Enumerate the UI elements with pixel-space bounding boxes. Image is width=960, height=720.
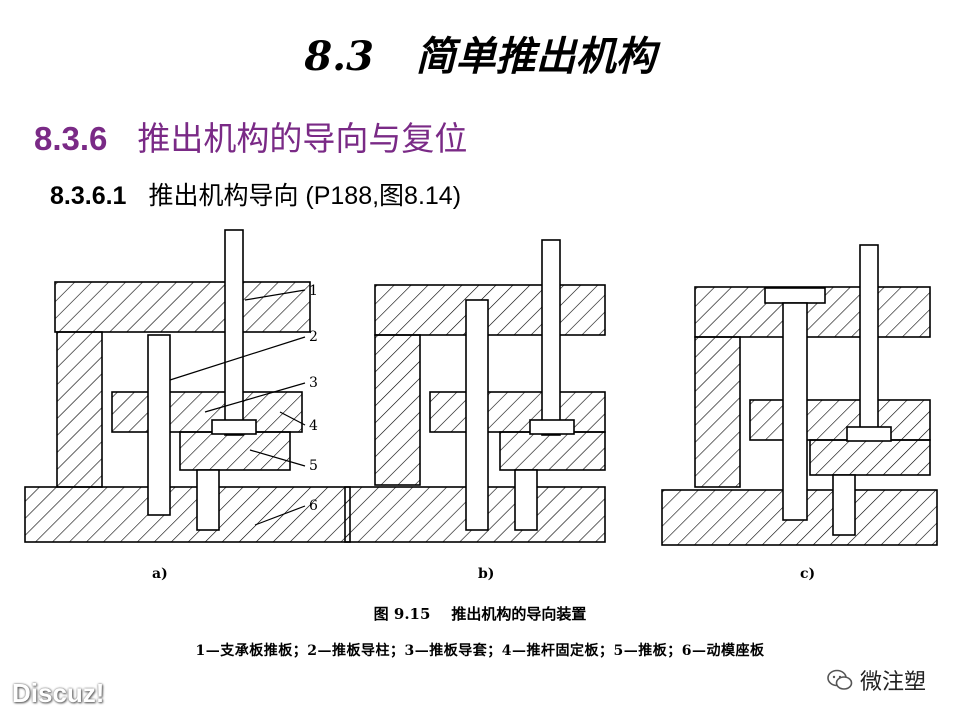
figure-legend: 1—支承板推板；2—推板导柱；3—推板导套；4—推杆固定板；5—推板；6—动模座…: [195, 643, 765, 659]
panel-b-drawing: [344, 239, 606, 543]
part-number: 2: [309, 329, 318, 345]
panel-label-c: c): [800, 566, 816, 582]
section-heading: 8.3.6 推出机构的导向与复位: [34, 112, 467, 160]
subsection-title: 推出机构导向 (P188,图8.14): [148, 182, 462, 210]
panel-label-b: b): [478, 566, 495, 582]
part-number: 4: [309, 418, 318, 434]
panel-c-drawing: [661, 244, 938, 546]
panel-a-drawing: [24, 229, 351, 543]
subsection-heading: 8.3.6.1 推出机构导向 (P188,图8.14): [50, 176, 461, 212]
subsection-number: 8.3.6.1: [50, 182, 127, 210]
part-number: 3: [309, 375, 318, 391]
section-title: 推出机构的导向与复位: [137, 120, 468, 157]
discuz-watermark: Discuz!: [12, 678, 105, 708]
wechat-watermark: 微注塑: [826, 664, 926, 696]
panel-label-a: a): [152, 566, 168, 582]
ejector-guide-drawing: [24, 229, 938, 546]
slide-title: 8.3 简单推出机构: [304, 33, 656, 80]
part-number: 5: [309, 458, 318, 474]
part-number: 1: [309, 283, 318, 299]
wechat-account-name: 微注塑: [860, 670, 927, 695]
leader-lines: [169, 289, 306, 526]
section-number: 8.3.6: [34, 120, 108, 157]
wechat-icon: [827, 669, 853, 690]
part-number: 6: [309, 498, 318, 514]
figure-caption: 图 9.15 推出机构的导向装置: [373, 605, 587, 623]
